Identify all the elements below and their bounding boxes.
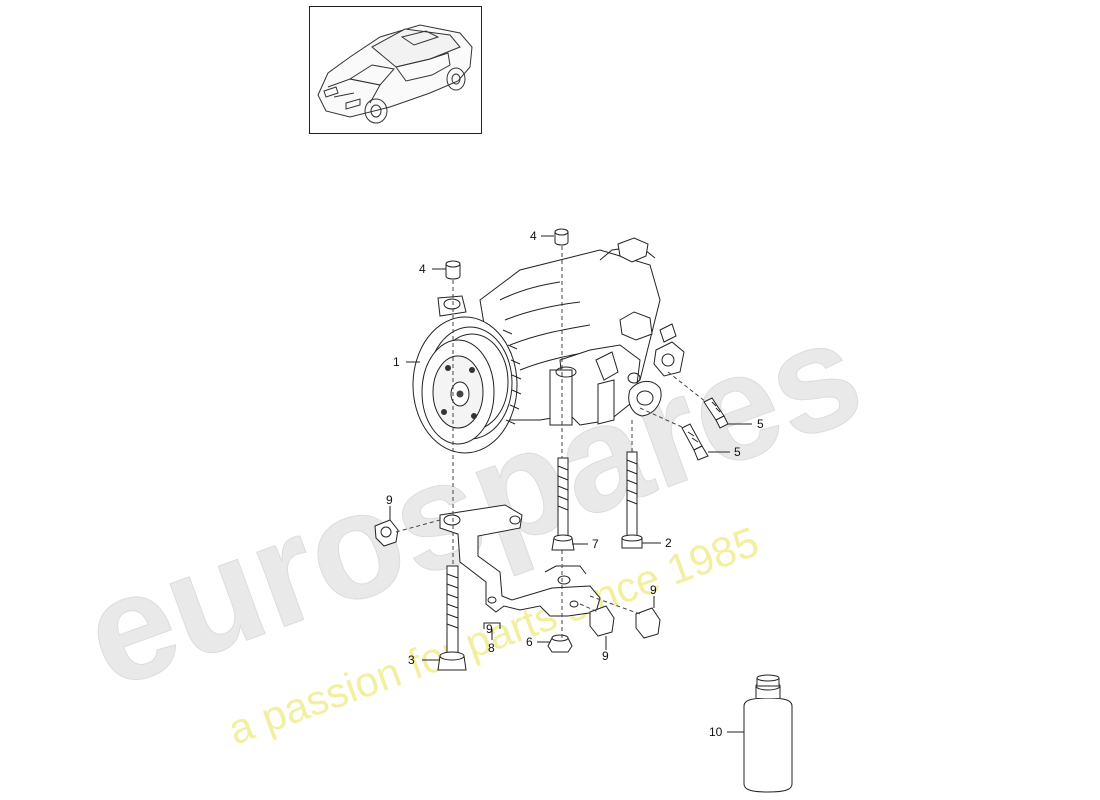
callout-5b: 5 [734,445,741,459]
callout-2: 2 [665,536,672,550]
callout-1: 1 [393,355,400,369]
leader-lines [390,236,752,732]
callout-9a: 9 [386,493,393,507]
callouts: 1 2 3 4 4 5 5 6 7 8 9 9 9 9 10 [386,229,764,739]
callout-8: 8 [488,641,495,655]
callout-9b: 9 [486,622,493,636]
callout-5a: 5 [757,417,764,431]
callout-9c: 9 [602,649,609,663]
callout-3: 3 [408,653,415,667]
nut-icon [548,635,572,652]
callout-6: 6 [526,635,533,649]
callout-4b: 4 [530,229,537,243]
callout-4a: 4 [419,262,426,276]
callout-7: 7 [592,537,599,551]
oil-bottle-icon [744,675,792,792]
alignment-lines [396,246,706,638]
ac-compressor-icon [413,238,684,453]
long-bolt-icon [438,452,642,670]
plug-icon [446,229,568,279]
callout-10: 10 [709,725,723,739]
car-thumbnail-icon [310,7,481,133]
bolt-icon [682,398,728,460]
callout-9d: 9 [650,583,657,597]
vehicle-thumbnail [309,6,482,134]
